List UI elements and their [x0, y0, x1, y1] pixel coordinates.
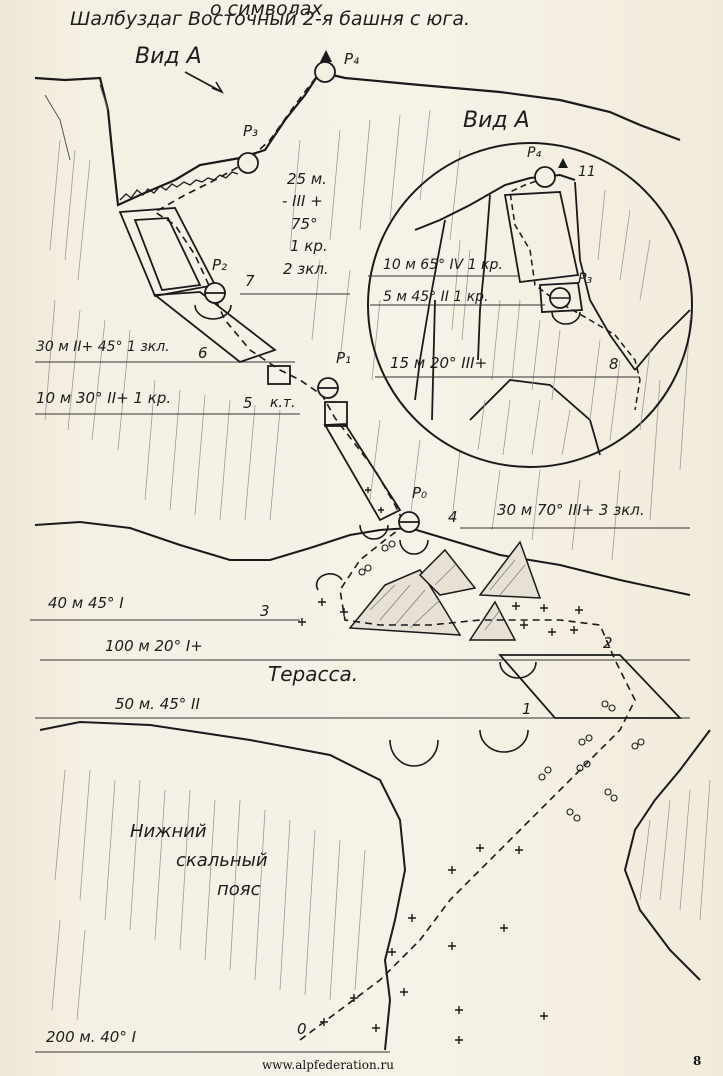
tower-hatching: [369, 559, 526, 631]
pitch-1-number: 1: [522, 700, 532, 718]
inset-station-label-p3: P₃: [578, 271, 593, 287]
station-label-p3: P₃: [243, 122, 259, 140]
pitch-7-desc: 25 м.: [287, 170, 327, 188]
inset-pitch-8-number: 8: [609, 355, 619, 373]
pitch-4-desc: 30 м 70° III+ 3 зкл.: [497, 501, 645, 519]
pitch-7-number: 7: [245, 272, 255, 290]
overhang-symbols: [194, 304, 581, 767]
station-label-p2: P₂: [212, 256, 228, 274]
inset-route-line: [509, 177, 641, 411]
view-label-main: Вид А: [135, 44, 202, 69]
inset-ridge: [414, 173, 576, 231]
ridge-outline: [34, 70, 681, 207]
view-direction-arrow: [184, 71, 224, 94]
lower-belt-line-1: Нижний: [130, 821, 207, 842]
lower-belt-line-3: пояс: [217, 879, 261, 900]
station-label-p4: P₄: [344, 50, 360, 68]
inset-pitch-8-desc: 15 м 20° III+: [390, 354, 488, 372]
pitch-2-number: 2: [603, 634, 613, 652]
inset-pitch-10-desc: 10 м 65° IV 1 кр.: [383, 257, 503, 273]
terrace-label: Терасса.: [268, 662, 359, 686]
header-line-2: Шалбуздаг Восточный 2-я башня с юга.: [70, 8, 471, 30]
mid-ledge: [34, 520, 691, 596]
left-cliff: [44, 84, 109, 161]
header-line-1: о символах: [210, 0, 323, 20]
pitch-5-desc: 10 м 30° II+ 1 кр.: [36, 389, 172, 407]
view-label-inset: Вид А: [463, 108, 530, 133]
lower-left-cliff: [39, 720, 407, 1051]
pitch-6-desc: 30 м II+ 45° 1 зкл.: [36, 339, 170, 355]
pitch-5-extra: к.т.: [270, 395, 296, 411]
pitch-0-number: 0: [297, 1020, 307, 1038]
pitch-rule-lines: [30, 293, 690, 1053]
station-label-p1: P₁: [336, 349, 352, 367]
pitch-1-desc: 50 м. 45° II: [115, 695, 200, 713]
lower-belt-line-2: скальный: [176, 850, 268, 871]
inset-view-a: [367, 142, 693, 468]
rock-hatching: [44, 109, 711, 1021]
pitch-5-number: 5: [243, 394, 253, 412]
pitch-7-line-3: 1 кр.: [290, 237, 328, 255]
inset-circle: [367, 142, 693, 468]
lower-right-cliff: [623, 729, 711, 981]
pitch-6-number: 6: [198, 344, 208, 362]
pitch-3-number: 3: [260, 602, 270, 620]
pitch-7-line-4: 2 зкл.: [283, 260, 329, 278]
boulder-marks: [358, 540, 645, 822]
gully-sections: [118, 207, 683, 719]
summit-flag-icon: [320, 50, 332, 62]
pitch-0-line: 200 м. 40° I: [46, 1028, 137, 1046]
route-line: [153, 71, 636, 1041]
pitch-4-number: 4: [448, 508, 458, 526]
ridge-edge: [119, 171, 239, 201]
inset-pitch-9-desc: 5 м 45° II 1 кр.: [383, 289, 489, 305]
inset-station-label-p4: P₄: [527, 145, 542, 161]
pitch-7-line-2: 75°: [291, 215, 318, 233]
inset-pitch-11-number: 11: [578, 164, 596, 180]
pitch-7-line-1: - III +: [282, 192, 323, 210]
page-number: 8: [693, 1054, 702, 1068]
station-markers: [204, 61, 420, 533]
pitch-3-desc: 40 м 45° I: [48, 594, 124, 612]
station-label-p0: P₀: [412, 484, 428, 502]
grass-marks: [298, 487, 583, 1044]
source-url: www.alpfederation.ru: [262, 1058, 394, 1072]
pitch-2-desc: 100 м 20° I+: [105, 637, 203, 655]
